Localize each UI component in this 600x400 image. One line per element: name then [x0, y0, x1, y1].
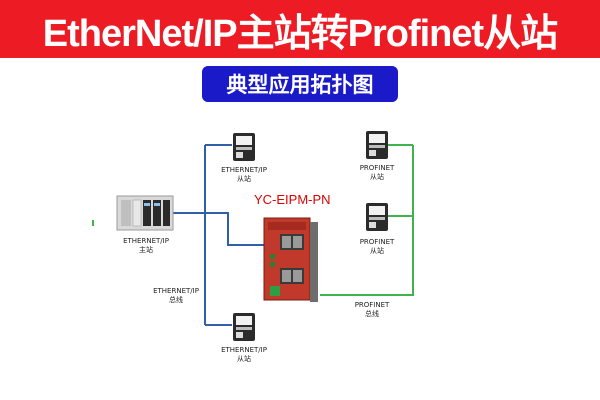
label-line: PROFINET	[359, 164, 395, 172]
label-line: ETHERNET/IP	[221, 166, 267, 174]
label-line: PROFINET	[359, 238, 395, 246]
page-title: EtherNet/IP主站转Profinet从站	[0, 0, 600, 58]
label-line: PROFINET	[354, 301, 390, 309]
left-edge-marker	[92, 220, 94, 226]
label-line: 从站	[370, 247, 384, 255]
label-line: 总线	[168, 296, 183, 304]
eip-master-plc-device	[116, 195, 174, 231]
label-line: 主站	[138, 246, 153, 254]
ethernet-ip-bus-lines	[172, 144, 266, 326]
label-line: ETHERNET/IP	[221, 346, 267, 354]
eip-slave-bottom-device	[233, 313, 255, 341]
label-line: 总线	[365, 310, 379, 318]
label-line: 从站	[236, 175, 251, 183]
pn-slave-mid-device	[366, 203, 388, 231]
label-line: 从站	[370, 173, 384, 181]
eip-bus-label: ETHERNET/IP 总线	[153, 287, 199, 305]
gateway-model-label: YC-EIPM-PN	[254, 192, 331, 207]
eip-slave-top-label: ETHERNET/IP 从站	[221, 166, 267, 184]
profinet-bus-lines	[320, 144, 414, 296]
pn-slave-top-label: PROFINET 从站	[360, 164, 395, 182]
label-line: ETHERNET/IP	[153, 287, 199, 295]
pn-bus-label: PROFINET 总线	[355, 301, 390, 319]
diagram-subtitle: 典型应用拓扑图	[202, 66, 398, 102]
label-line: 从站	[236, 355, 251, 363]
link-gateway	[205, 212, 266, 246]
pn-slave-mid-label: PROFINET 从站	[360, 238, 395, 256]
pn-slave-top-device	[366, 131, 388, 159]
eip-master-label: ETHERNET/IP 主站	[123, 237, 169, 255]
eip-slave-bottom-label: ETHERNET/IP 从站	[221, 346, 267, 364]
gateway-device	[263, 217, 318, 302]
eip-slave-top-device	[233, 133, 255, 161]
label-line: ETHERNET/IP	[123, 237, 169, 245]
pn-trunk	[320, 145, 414, 296]
